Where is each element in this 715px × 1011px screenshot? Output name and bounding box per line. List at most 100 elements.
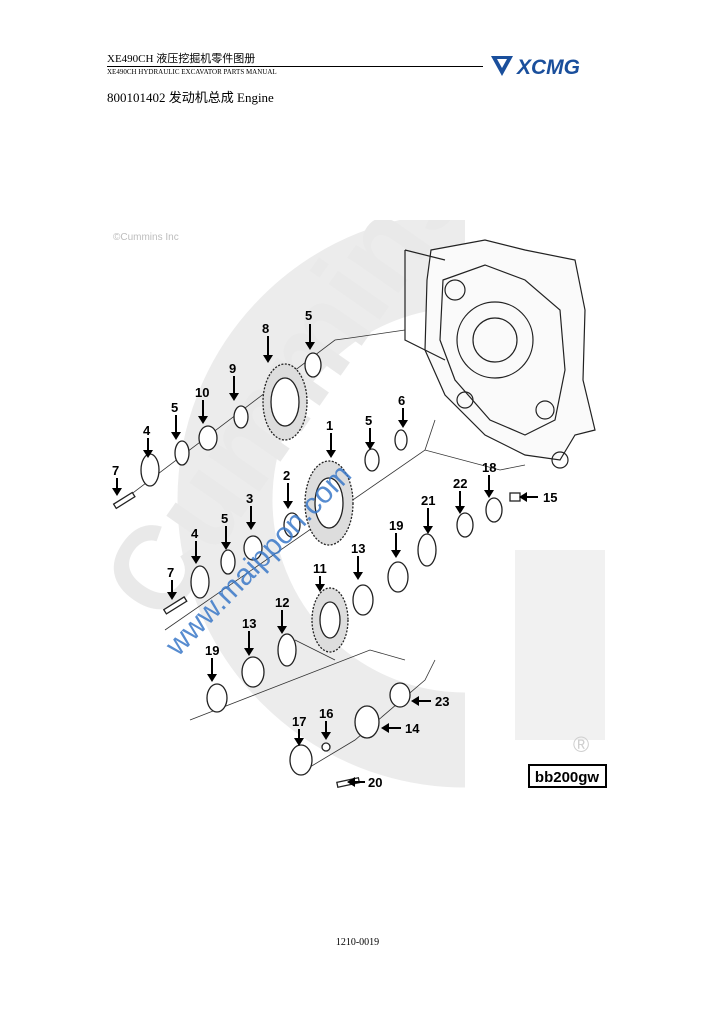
page-number: 1210-0019: [335, 937, 380, 948]
svg-text:7: 7: [112, 463, 119, 478]
svg-text:5: 5: [305, 308, 312, 323]
pin-15: [509, 492, 521, 502]
callout: 17: [292, 714, 306, 746]
spacer-10: [198, 425, 218, 451]
svg-text:14: 14: [405, 721, 420, 736]
svg-text:21: 21: [421, 493, 435, 508]
callout: 4: [143, 423, 153, 458]
callout: 16: [319, 706, 333, 740]
svg-text:9: 9: [229, 361, 236, 376]
callout: 12: [275, 595, 289, 634]
callout: 5: [365, 413, 375, 450]
snap-ring-21: [417, 533, 437, 567]
section-title: 800101402 发动机总成 Engine: [107, 90, 274, 105]
svg-text:4: 4: [191, 526, 199, 541]
bushing-2: [283, 512, 301, 538]
code-box-text: bb200gw: [535, 769, 600, 786]
svg-text:10: 10: [195, 385, 209, 400]
svg-text:7: 7: [167, 565, 174, 580]
bolt-7: [112, 491, 136, 510]
header-rule: [107, 66, 483, 67]
svg-text:13: 13: [351, 541, 365, 556]
svg-text:19: 19: [205, 643, 219, 658]
callout: 6: [398, 393, 408, 428]
svg-text:2: 2: [283, 468, 290, 483]
callout: 7: [112, 463, 122, 496]
svg-text:23: 23: [435, 694, 449, 709]
ring-5: [174, 440, 190, 466]
callout: 3: [246, 491, 256, 530]
ring-6: [394, 429, 408, 451]
snap-ring-12: [277, 633, 297, 667]
callout: 13: [242, 616, 256, 656]
callout: 14: [381, 721, 420, 736]
bearing-19: [387, 561, 409, 593]
washer-4-lower: [190, 565, 210, 599]
callout: 23: [411, 694, 449, 709]
svg-text:22: 22: [453, 476, 467, 491]
exploded-parts-diagram: Cummins ©Cummins Inc ®: [105, 220, 607, 790]
callout: 5: [305, 308, 315, 350]
callout: 19: [389, 518, 403, 558]
callout: 1: [326, 418, 336, 458]
svg-text:20: 20: [368, 775, 382, 790]
callout: 7: [167, 565, 177, 600]
callout: 15: [519, 490, 557, 505]
manual-title-en: XE490CH HYDRAULIC EXCAVATOR PARTS MANUAL: [107, 68, 277, 76]
header-title: XE490CH 液压挖掘机零件图册: [107, 52, 255, 66]
callout: 21: [421, 493, 435, 534]
hub-14: [354, 705, 380, 739]
callout: 2: [283, 468, 293, 509]
svg-text:11: 11: [313, 561, 327, 576]
callout: 9: [229, 361, 239, 401]
manual-title-cn: XE490CH 液压挖掘机零件图册: [107, 53, 256, 65]
callout: 5: [221, 511, 231, 550]
copyright-text: ©Cummins Inc: [113, 232, 179, 243]
xcmg-logo: XCMG: [491, 56, 580, 79]
gear-housing: [404, 239, 596, 469]
callouts: 8 5 9 10 5 4 7 1 5 6 2 3 5 4 7 18 15 22 …: [112, 308, 557, 790]
svg-text:12: 12: [275, 595, 289, 610]
svg-text:5: 5: [221, 511, 228, 526]
registered-mark: ®: [573, 732, 589, 757]
svg-text:5: 5: [171, 400, 178, 415]
code-box: bb200gw: [528, 764, 607, 788]
logo-text: XCMG: [516, 56, 580, 79]
callout: 4: [191, 526, 201, 564]
ring-13: [352, 584, 374, 616]
svg-text:16: 16: [319, 706, 333, 721]
bearing-19-lower: [206, 683, 228, 713]
ring-13-lower: [241, 656, 265, 688]
ring-5-lower: [220, 549, 236, 575]
svg-text:8: 8: [262, 321, 269, 336]
svg-text:4: 4: [143, 423, 151, 438]
bolt-7-lower: [162, 596, 188, 615]
callout: 10: [195, 385, 209, 424]
svg-text:13: 13: [242, 616, 256, 631]
ring-22: [456, 512, 474, 538]
plate-17: [289, 744, 313, 776]
plate-18: [485, 497, 503, 523]
svg-text:19: 19: [389, 518, 403, 533]
callout: 11: [313, 561, 327, 592]
callout: 5: [171, 400, 181, 440]
callout: 20: [347, 775, 382, 790]
spacer-3: [243, 535, 263, 561]
ring-5-mid: [364, 448, 380, 472]
callout: 22: [453, 476, 467, 514]
callout: 18: [482, 460, 496, 498]
svg-text:5: 5: [365, 413, 372, 428]
svg-text:6: 6: [398, 393, 405, 408]
callout: 19: [205, 643, 219, 682]
callout: 13: [351, 541, 365, 580]
svg-text:18: 18: [482, 460, 496, 475]
assembly-guide-lines: [116, 329, 526, 771]
ring-23: [389, 682, 411, 708]
bushing-9: [233, 405, 249, 429]
pin-16: [321, 742, 331, 752]
svg-text:1: 1: [326, 418, 333, 433]
ring-5-upper: [304, 352, 322, 378]
washer-4: [140, 453, 160, 487]
svg-text:15: 15: [543, 490, 557, 505]
callout: 8: [262, 321, 273, 363]
